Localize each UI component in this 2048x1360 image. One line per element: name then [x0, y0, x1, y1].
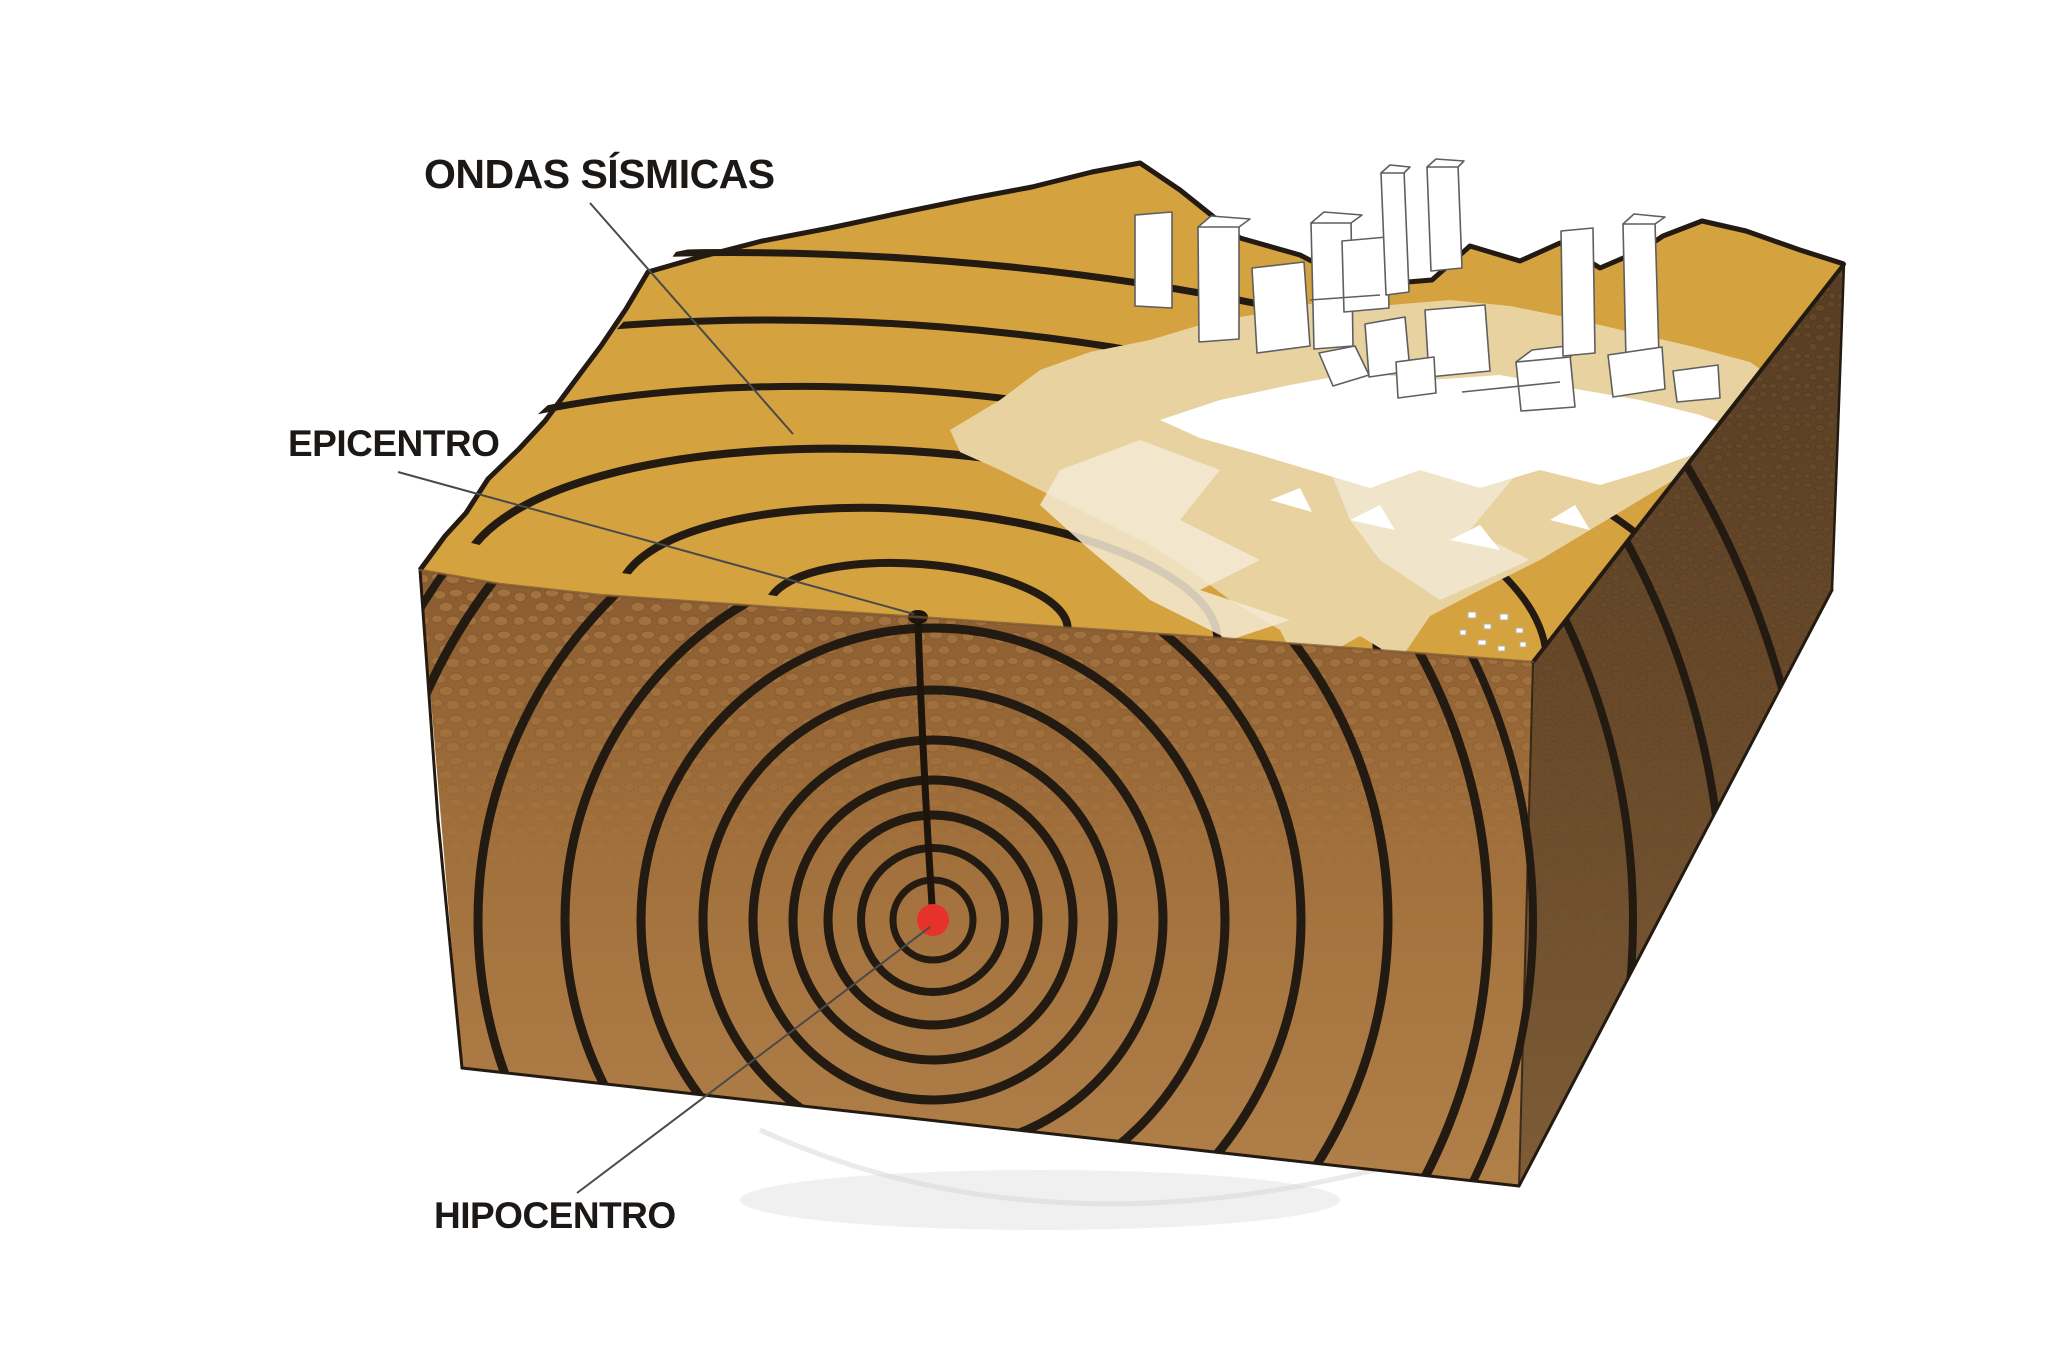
leader-lines [397, 202, 931, 1194]
ground-shadow [740, 1127, 1421, 1230]
label-seismic-waves: ONDAS SÍSMICAS [424, 151, 775, 197]
block-outline [418, 262, 1846, 1188]
label-epicenter: EPICENTRO [288, 423, 500, 464]
leader-hypocenter [576, 926, 931, 1194]
label-hypocenter: HIPOCENTRO [434, 1195, 676, 1236]
epicenter-hypocenter-line [914, 619, 936, 906]
city-buildings [1134, 158, 1721, 412]
leader-epicenter [397, 471, 915, 615]
hypocenter-dot [917, 904, 949, 936]
leader-seismic-waves [589, 202, 794, 435]
